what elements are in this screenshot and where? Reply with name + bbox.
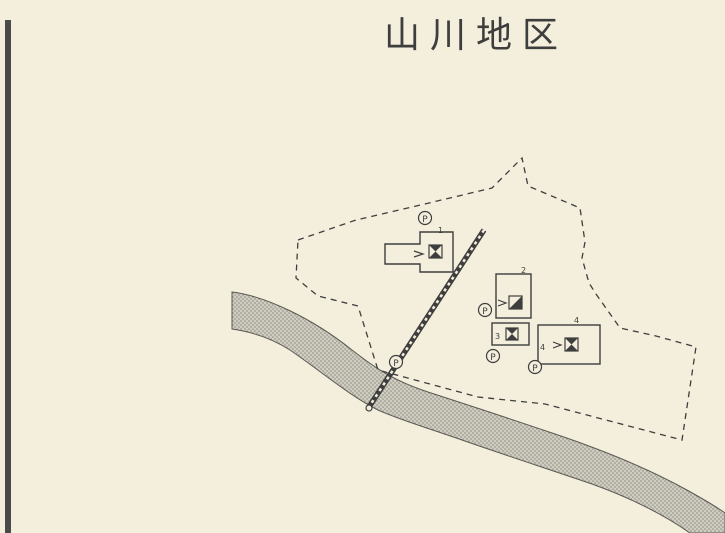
circled-p-icon <box>417 210 433 226</box>
building-label-4: 4 <box>540 343 545 352</box>
parking-marker-2: P <box>477 302 493 318</box>
district-boundary <box>295 156 697 441</box>
parking-marker-4: P <box>527 359 543 375</box>
circled-p-icon <box>477 302 493 318</box>
hourglass-box-icon <box>508 295 523 310</box>
svg-text:P: P <box>422 215 428 225</box>
left-margin-bar <box>5 20 11 533</box>
road-bridge <box>365 228 487 412</box>
building-label-1: 1 <box>438 226 443 235</box>
entrance-arrow-icon <box>497 299 508 307</box>
svg-text:P: P <box>490 353 496 363</box>
building-3: 3 <box>491 322 530 346</box>
circled-p-icon <box>388 354 404 370</box>
hourglass-box-icon <box>428 244 443 259</box>
building-label-2: 2 <box>521 266 526 275</box>
circled-p-icon <box>485 348 501 364</box>
svg-text:P: P <box>532 364 538 374</box>
parking-marker-1: P <box>417 210 433 226</box>
building-1: 1 <box>384 226 454 273</box>
hourglass-box-icon <box>564 337 579 352</box>
circled-p-icon <box>527 359 543 375</box>
building-4: 4 4 <box>537 316 601 365</box>
building-2: 2 <box>495 266 532 319</box>
parking-marker-3: P <box>485 348 501 364</box>
building-label-4-top: 4 <box>574 316 579 325</box>
hourglass-box-icon <box>505 327 519 341</box>
entrance-arrow-icon <box>413 250 425 258</box>
entrance-arrow-icon <box>552 341 563 349</box>
svg-text:P: P <box>482 307 488 317</box>
svg-text:P: P <box>393 359 399 369</box>
building-label-3: 3 <box>495 332 500 341</box>
page-title: 山川地区 <box>384 15 569 56</box>
river <box>231 291 725 533</box>
parking-marker-5: P <box>388 354 404 370</box>
